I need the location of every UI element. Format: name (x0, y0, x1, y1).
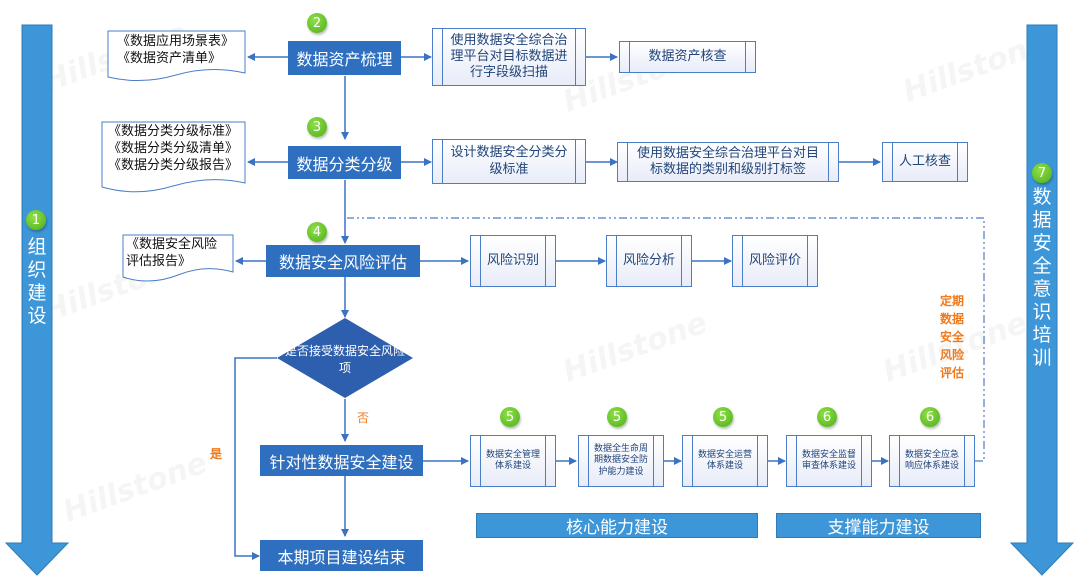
doc-line: 评估报告》 (126, 253, 192, 269)
doc-asset: 《数据应用场景表》 《数据资产清单》 (117, 34, 234, 68)
module-label: 数据安全管理体系建设 (485, 449, 540, 471)
module-emergency[interactable]: 数据安全应急响应体系建设 (889, 435, 975, 487)
process-design-standard[interactable]: 设计数据安全分类分级标准 (432, 139, 586, 184)
step-badge-5: 5 (713, 407, 733, 427)
doc-risk: 《数据安全风险 评估报告》 (126, 237, 217, 271)
step-asset-box[interactable]: 数据资产梳理 (288, 41, 401, 75)
process-label: 风险识别 (486, 252, 539, 268)
process-label: 风险评价 (748, 252, 801, 268)
process-field-scan[interactable]: 使用数据安全综合治理平台对目标数据进行字段级扫描 (432, 28, 586, 86)
yes-label: 是 (210, 447, 223, 461)
module-management[interactable]: 数据安全管理体系建设 (470, 435, 556, 487)
module-supervision[interactable]: 数据安全监督审查体系建设 (786, 435, 872, 487)
doc-shape-asset (107, 30, 246, 82)
process-risk-analyze[interactable]: 风险分析 (606, 235, 692, 287)
doc-line: 《数据安全风险 (126, 237, 218, 252)
process-asset-check[interactable]: 数据资产核查 (619, 41, 756, 73)
left-side-arrow (4, 24, 70, 576)
module-operation[interactable]: 数据安全运营体系建设 (682, 435, 768, 487)
doc-line: 《数据应用场景表》 (117, 34, 235, 49)
process-label: 人工核查 (898, 153, 951, 169)
process-label: 使用数据安全综合治理平台对目标数据进行字段级扫描 (450, 32, 568, 81)
module-label: 数据安全运营体系建设 (697, 449, 752, 471)
step-build-box[interactable]: 针对性数据安全建设 (260, 445, 423, 476)
process-label: 设计数据安全分类分级标准 (450, 145, 568, 177)
process-tagging[interactable]: 使用数据安全综合治理平台对目标数据的类别和级别打标签 (617, 142, 839, 182)
step-risk-box[interactable]: 数据安全风险评估 (266, 245, 420, 277)
step-badge-4: 4 (307, 222, 327, 242)
doc-line: 《数据资产清单》 (117, 50, 222, 66)
step-badge-5: 5 (500, 407, 520, 427)
support-capability-band: 支撑能力建设 (776, 513, 981, 538)
step-badge-6: 6 (817, 407, 837, 427)
core-capability-band: 核心能力建设 (476, 513, 758, 538)
doc-classify: 《数据分类分级标准》 《数据分类分级清单》 《数据分类分级报告》 (108, 124, 238, 175)
right-side-label: 数据安全意识培训 (1032, 186, 1052, 369)
process-risk-evaluate[interactable]: 风险评价 (732, 235, 818, 287)
process-label: 使用数据安全综合治理平台对目标数据的类别和级别打标签 (636, 145, 819, 177)
step-classify-box[interactable]: 数据分类分级 (288, 146, 401, 179)
module-label: 数据全生命周期数据安全防护能力建设 (593, 444, 648, 477)
decision-diamond (277, 318, 413, 398)
left-side-label: 组织建设 (27, 236, 47, 327)
step-badge-5: 5 (607, 407, 627, 427)
step-badge-2: 2 (307, 13, 327, 33)
step-badge-3: 3 (307, 117, 327, 137)
module-label: 数据安全监督审查体系建设 (801, 449, 856, 471)
doc-shape-classify (101, 121, 246, 193)
process-risk-identify[interactable]: 风险识别 (470, 235, 556, 287)
no-label: 否 (357, 411, 370, 425)
step-badge-7: 7 (1032, 163, 1052, 183)
step-badge-1: 1 (26, 210, 46, 230)
process-label: 数据资产核查 (648, 48, 727, 64)
doc-line: 《数据分类分级标准》 (108, 124, 239, 139)
doc-shape-risk (122, 234, 234, 282)
right-side-arrow (1009, 24, 1075, 576)
periodic-assessment-label: 定期数据安全风险评估 (939, 294, 964, 380)
process-label: 风险分析 (622, 252, 675, 268)
step-end-box[interactable]: 本期项目建设结束 (260, 540, 423, 571)
decision-label: 是否接受数据安全风险项 (285, 344, 406, 375)
doc-line: 《数据分类分级报告》 (108, 157, 239, 173)
process-manual-check[interactable]: 人工核查 (882, 142, 968, 182)
module-label: 数据安全应急响应体系建设 (904, 449, 959, 471)
module-lifecycle[interactable]: 数据全生命周期数据安全防护能力建设 (578, 435, 664, 487)
doc-line: 《数据分类分级清单》 (108, 140, 239, 156)
step-badge-6: 6 (920, 407, 940, 427)
